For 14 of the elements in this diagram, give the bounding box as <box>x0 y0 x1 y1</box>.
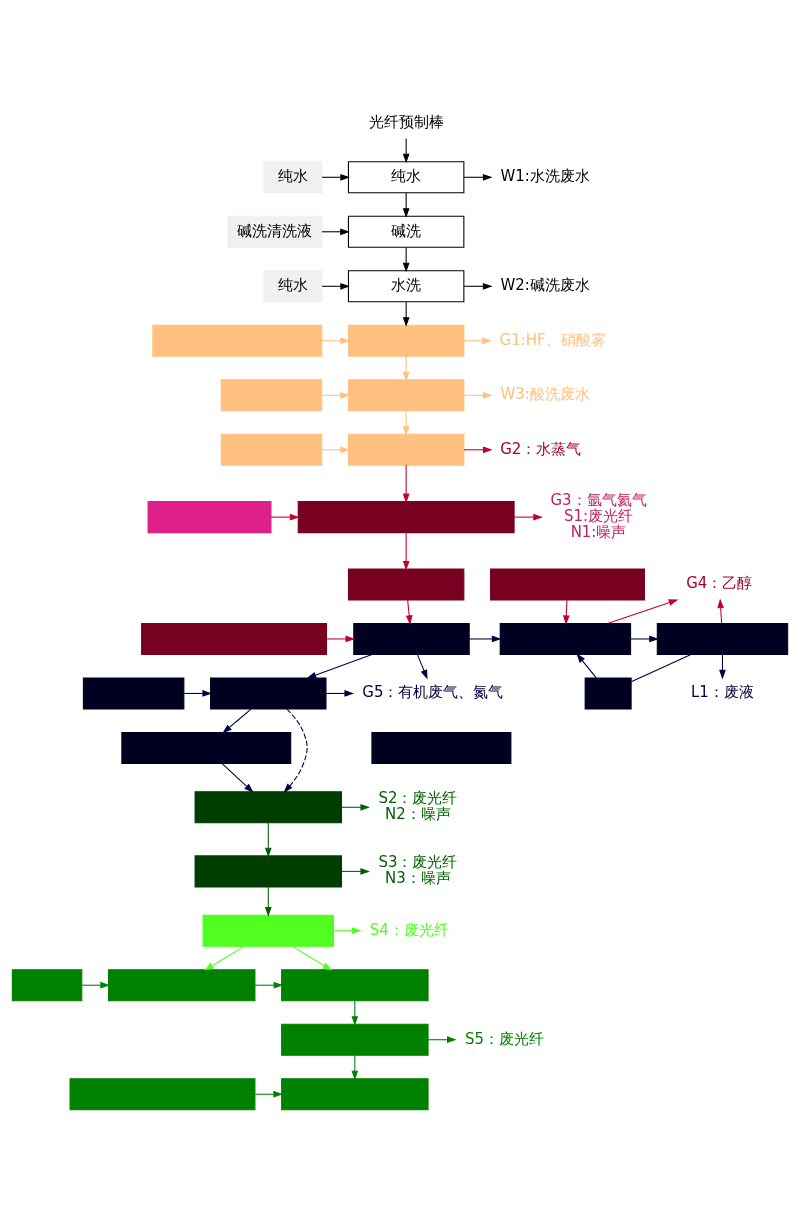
node-text: S3：废光纤 N3：噪声 <box>378 853 458 888</box>
node-text: G4：乙醇 <box>686 574 753 593</box>
node-text: S5：废光纤 <box>464 1029 544 1048</box>
node-text: W2:碱洗废水 <box>500 276 590 295</box>
node-text: G3：氩气氦气 S1:废光纤 N1:噪声 <box>550 491 647 542</box>
node-text: L1：废液 <box>691 683 754 702</box>
node-text: W1:水洗废水 <box>500 167 590 186</box>
node-text: S4：废光纤 <box>369 920 449 939</box>
node-text: W3:酸洗废水 <box>500 385 590 404</box>
node-text: G1:HF、硝酸雾 <box>499 330 606 349</box>
node-text: S2：废光纤 N2：噪声 <box>378 789 458 824</box>
node-text: G2：水蒸气 <box>500 439 582 458</box>
node-text: G5：有机废气、氮气 <box>362 683 504 702</box>
node-text: 光纤预制棒 <box>368 112 444 131</box>
